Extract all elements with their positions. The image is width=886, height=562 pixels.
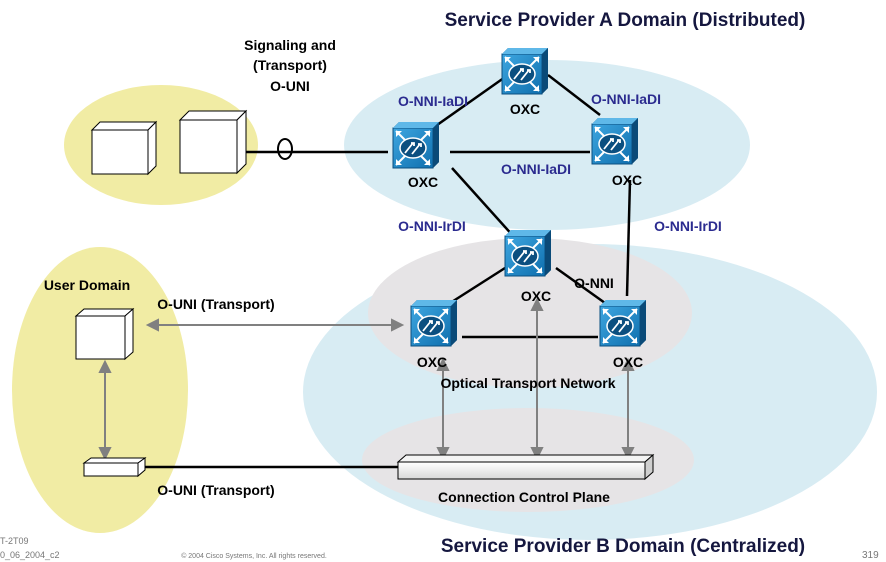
provider-a-title: Service Provider A Domain (Distributed)	[445, 10, 806, 31]
provider-a-ellipse	[344, 60, 750, 230]
oxc-a-top-icon	[501, 47, 549, 95]
o-uni-label: O-UNI	[270, 78, 310, 94]
o-nni-irdi-left-label: O-NNI-IrDI	[398, 218, 466, 234]
oxc-a-right-icon	[591, 117, 639, 165]
customer-device-1-icon	[90, 120, 158, 176]
footer-copyright: © 2004 Cisco Systems, Inc. All rights re…	[181, 552, 327, 560]
o-uni-transport-top-label: O-UNI (Transport)	[157, 296, 274, 312]
oxc-a-left-label: OXC	[408, 174, 438, 190]
control-arrows	[98, 297, 635, 461]
user-domain-label: User Domain	[44, 277, 130, 293]
oxc-b-left-label: OXC	[417, 354, 447, 370]
optical-transport-network-label: Optical Transport Network	[440, 375, 615, 391]
oxc-b-top-label: OXC	[521, 288, 551, 304]
links	[142, 73, 632, 469]
oxc-a-top-label: OXC	[510, 101, 540, 117]
oxc-b-right-icon	[599, 299, 647, 347]
transport-paren-label: (Transport)	[253, 57, 327, 73]
signaling-label: Signaling and	[244, 37, 336, 53]
oxc-b-right-label: OXC	[613, 354, 643, 370]
o-nni-iadi-right-label: O-NNI-IaDI	[591, 91, 661, 107]
oxc-a-left-icon	[392, 121, 440, 169]
optical-core-ellipse	[368, 238, 692, 388]
oxc-b-top-icon	[504, 229, 552, 277]
link-oxc-a-right-b-right	[625, 179, 632, 297]
link-oxc-a-left-top	[429, 73, 509, 132]
link-oxc-a-top-right	[547, 74, 601, 116]
o-nni-iadi-middle-label: O-NNI-IaDI	[501, 161, 571, 177]
customer-device-2-icon	[178, 109, 248, 175]
link-oxc-a-left-b-top	[451, 167, 516, 239]
footer-page-number: 319	[862, 550, 879, 561]
o-nni-irdi-right-label: O-NNI-IrDI	[654, 218, 722, 234]
connection-control-plane-icon	[396, 453, 655, 481]
o-nni-label: O-NNI	[574, 275, 614, 291]
o-uni-transport-bottom-label: O-UNI (Transport)	[157, 482, 274, 498]
oxc-a-right-label: OXC	[612, 172, 642, 188]
signaling-loop-icon	[277, 138, 293, 160]
user-switch-icon	[82, 457, 147, 478]
link-oxc-b-top-left	[446, 266, 506, 307]
oxc-b-left-icon	[410, 299, 458, 347]
user-device-icon	[74, 307, 135, 361]
footer-date: 0_06_2004_c2	[0, 550, 60, 560]
link-oxc-b-top-right	[555, 266, 606, 305]
footer-code: T-2T09	[0, 536, 29, 546]
provider-b-title: Service Provider B Domain (Centralized)	[441, 536, 805, 557]
o-nni-iadi-left-label: O-NNI-IaDI	[398, 93, 468, 109]
connection-control-plane-label: Connection Control Plane	[438, 489, 610, 505]
